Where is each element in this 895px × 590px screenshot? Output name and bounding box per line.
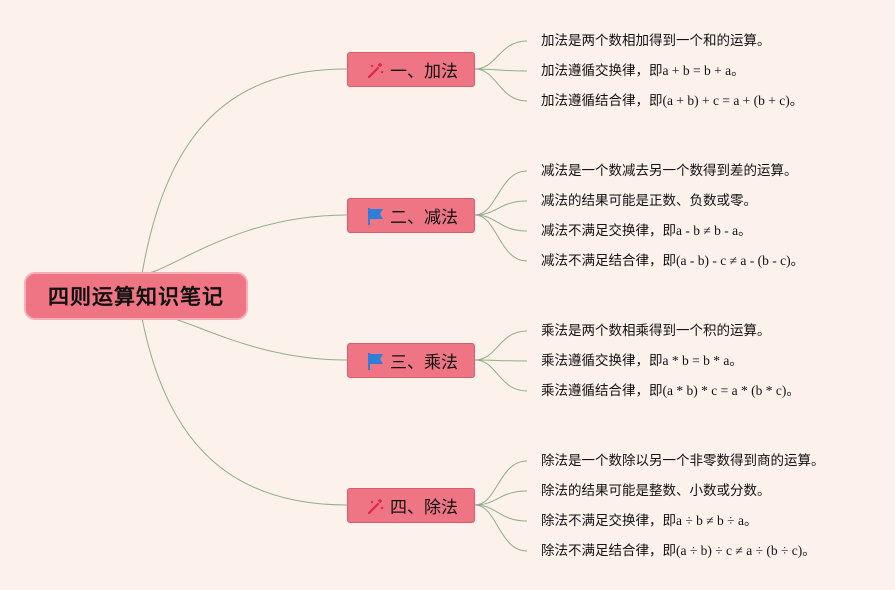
leaf-topic[interactable]: 减法不满足结合律，即(a - b) - c ≠ a - (b - c)。: [541, 253, 805, 268]
branch-label: 二、减法: [390, 208, 458, 228]
leaf-topic[interactable]: 加法遵循结合律，即(a + b) + c = a + (b + c)。: [541, 93, 804, 108]
leaf-topic[interactable]: 加法是两个数相加得到一个和的运算。: [541, 33, 771, 48]
leaf-topic[interactable]: 除法的结果可能是整数、小数或分数。: [541, 483, 771, 498]
branch-label: 四、除法: [390, 498, 458, 518]
branch-to-leaf-connector: [474, 200, 528, 216]
leaf-topic[interactable]: 减法是一个数减去另一个数得到差的运算。: [541, 163, 798, 178]
flag-icon: [364, 350, 386, 372]
branch-to-leaf-connector: [474, 330, 528, 361]
branch-label: 三、乘法: [390, 353, 458, 373]
root-to-branch-connector: [141, 314, 348, 361]
branch-addition[interactable]: 一、加法: [347, 52, 475, 87]
branch-to-leaf-connector: [474, 504, 528, 522]
branch-to-leaf-connector: [474, 490, 528, 506]
branch-to-leaf-connector: [474, 170, 528, 216]
branch-subtraction[interactable]: 二、减法: [347, 198, 475, 233]
leaf-topic[interactable]: 除法不满足交换律，即a ÷ b ≠ b ÷ a。: [541, 513, 758, 528]
root-to-branch-connector: [141, 68, 348, 275]
branch-to-leaf-connector: [474, 40, 528, 70]
branch-to-leaf-connector: [474, 359, 528, 392]
leaf-topic[interactable]: 减法不满足交换律，即a - b ≠ b - a。: [541, 223, 752, 238]
root-to-branch-connector: [141, 317, 348, 506]
branch-to-leaf-connector: [474, 504, 528, 552]
branch-to-leaf-connector: [474, 460, 528, 506]
branch-multiplication[interactable]: 三、乘法: [347, 343, 475, 378]
leaf-topic[interactable]: 乘法遵循交换律，即a * b = b * a。: [541, 353, 743, 368]
root-topic-label: 四则运算知识笔记: [48, 285, 224, 309]
sparkle-wand-icon: [364, 59, 386, 81]
leaf-topic[interactable]: 减法的结果可能是正数、负数或零。: [541, 193, 757, 208]
leaf-topic[interactable]: 加法遵循交换律，即a + b = b + a。: [541, 63, 745, 78]
branch-division[interactable]: 四、除法: [347, 488, 475, 523]
root-to-branch-connector: [141, 214, 348, 275]
branch-to-leaf-connector: [474, 214, 528, 262]
leaf-topic[interactable]: 除法是一个数除以另一个非零数得到商的运算。: [541, 453, 825, 468]
flag-icon: [364, 205, 386, 227]
branch-label: 一、加法: [390, 62, 458, 82]
leaf-topic[interactable]: 除法不满足结合律，即(a ÷ b) ÷ c ≠ a ÷ (b ÷ c)。: [541, 543, 816, 558]
leaf-topic[interactable]: 乘法是两个数相乘得到一个积的运算。: [541, 323, 771, 338]
branch-to-leaf-connector: [474, 68, 528, 102]
branch-to-leaf-connector: [474, 68, 528, 72]
branch-to-leaf-connector: [474, 214, 528, 232]
leaf-topic[interactable]: 乘法遵循结合律，即(a * b) * c = a * (b * c)。: [541, 383, 800, 398]
branch-to-leaf-connector: [474, 359, 528, 362]
sparkle-wand-icon: [364, 495, 386, 517]
root-topic[interactable]: 四则运算知识笔记: [26, 274, 246, 318]
